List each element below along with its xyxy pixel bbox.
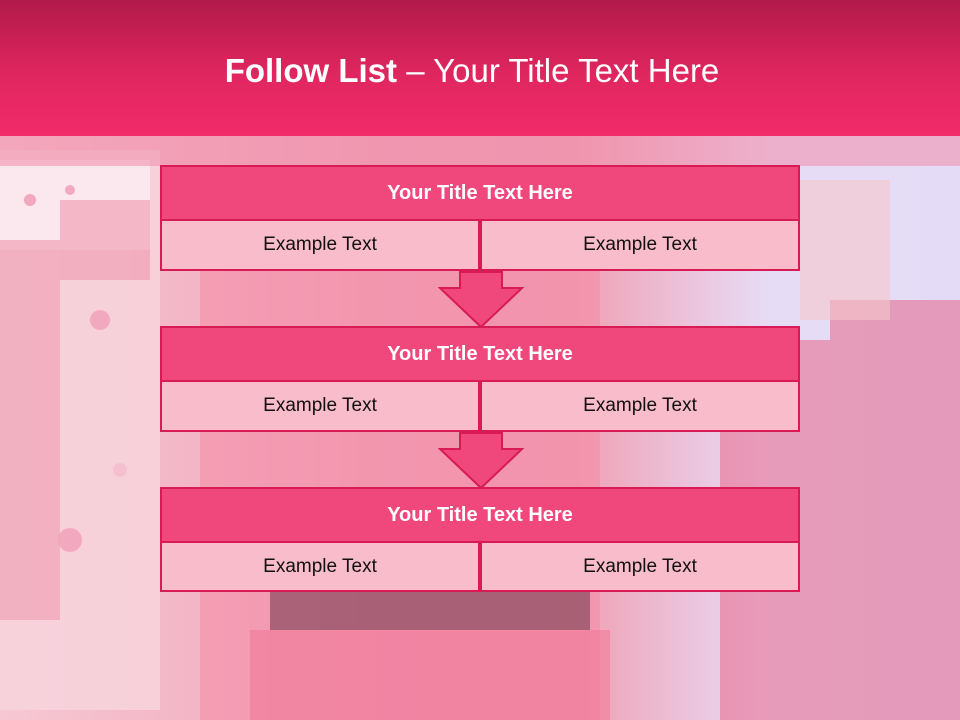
flow-block-cell-left: Example Text — [160, 382, 480, 432]
flow-block-title: Your Title Text Here — [160, 487, 800, 543]
flow-block-2: Your Title Text Here Example Text Exampl… — [160, 326, 800, 432]
flow-block-1: Your Title Text Here Example Text Exampl… — [160, 165, 800, 271]
down-arrow-icon — [438, 271, 524, 329]
flow-block-row: Example Text Example Text — [160, 221, 800, 271]
flow-block-cell-left: Example Text — [160, 221, 480, 271]
flow-block-row: Example Text Example Text — [160, 382, 800, 432]
flow-block-cell-right: Example Text — [480, 221, 800, 271]
flow-block-row: Example Text Example Text — [160, 543, 800, 592]
down-arrow-icon — [438, 432, 524, 490]
flow-block-cell-right: Example Text — [480, 543, 800, 592]
flow-block-3: Your Title Text Here Example Text Exampl… — [160, 487, 800, 592]
flow-block-title: Your Title Text Here — [160, 165, 800, 221]
flow-block-cell-right: Example Text — [480, 382, 800, 432]
flow-block-cell-left: Example Text — [160, 543, 480, 592]
slide-title-bold: Follow List — [224, 52, 398, 89]
slide-title-rest: – Your Title Text Here — [397, 52, 720, 89]
slide-header — [0, 0, 960, 136]
slide-title: Follow List – Your Title Text Here — [0, 52, 944, 90]
flow-block-title: Your Title Text Here — [160, 326, 800, 382]
header-strip — [0, 136, 960, 166]
